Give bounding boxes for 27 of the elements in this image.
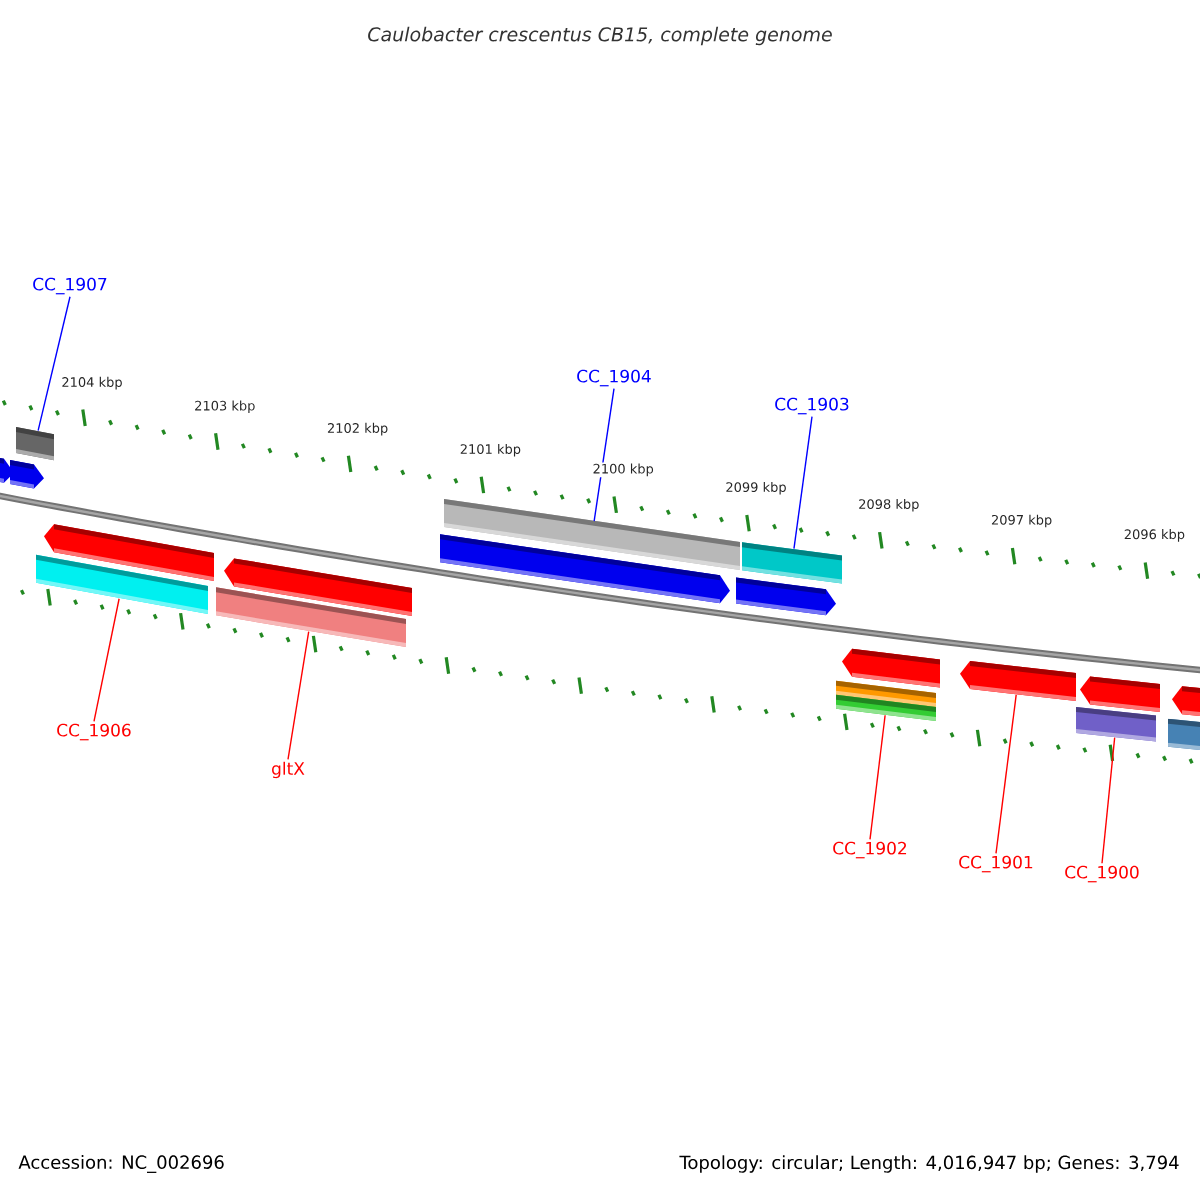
- gene-block: [16, 427, 54, 461]
- gene-label: CC_1901: [959, 855, 1033, 873]
- gene-block: [1076, 707, 1156, 742]
- leader-line: [793, 416, 813, 550]
- leader-line: [869, 714, 886, 840]
- gene-label: CC_1904: [577, 369, 651, 387]
- gene-label: gltX: [272, 761, 305, 779]
- gene-block: [836, 694, 936, 721]
- gene-block: [960, 661, 1076, 702]
- gene-label: CC_1900: [1065, 865, 1139, 883]
- gene-block: [36, 554, 208, 614]
- leader-line: [995, 694, 1017, 854]
- leader-line: [287, 631, 310, 761]
- gene-block: [216, 587, 406, 647]
- gene-label: CC_1903: [775, 397, 849, 415]
- leader-line: [1101, 736, 1116, 864]
- genome-info-text: Topology: circular; Length: 4,016,947 bp; Genes: 3,794: [679, 1155, 1179, 1173]
- gene-label: CC_1906: [57, 723, 131, 741]
- leader-line: [37, 296, 71, 432]
- gene-label: CC_1907: [33, 277, 107, 295]
- leader-line: [93, 598, 120, 722]
- accession-text: Accession: NC_002696: [18, 1155, 224, 1173]
- gene-label: CC_1902: [833, 841, 907, 859]
- leader-line: [593, 388, 615, 522]
- gene-block: [444, 498, 740, 571]
- title: Caulobacter crescentus CB15, complete genome: [368, 26, 832, 46]
- gene-block: [742, 542, 842, 584]
